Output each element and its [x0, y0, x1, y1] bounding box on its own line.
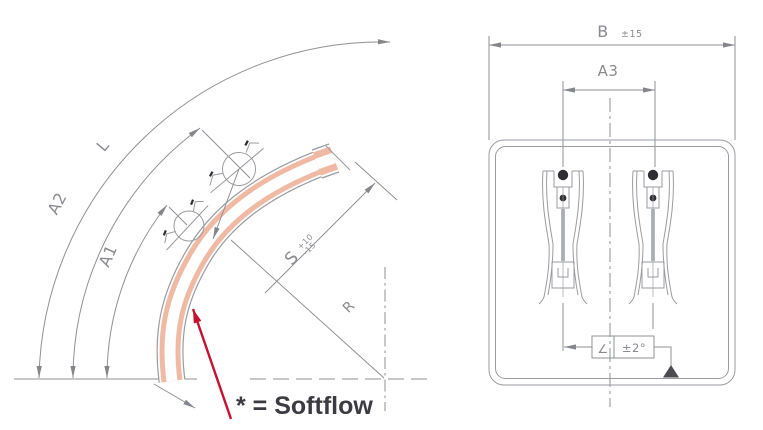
label-b-tolerance: ±15: [621, 29, 643, 40]
datum-triangle: [663, 365, 679, 378]
hose: [156, 143, 351, 383]
angularity-symbol: ∠: [597, 342, 608, 356]
a3-extension-lines: [562, 81, 656, 167]
clamp-screw-marks: [162, 199, 195, 236]
b-extension-lines: [488, 36, 736, 140]
label-s: S: [281, 247, 303, 269]
hose-clamp-front-right: [627, 167, 679, 306]
label-a1: A1: [95, 242, 121, 270]
right-view: B ±15 A3 ∠ ±2°: [488, 22, 736, 407]
tolerance-leader-right: [654, 346, 672, 366]
bottom-end-dim-line: [153, 383, 196, 409]
left-view: L A2 A1 S +10 -15 R * = Softflow: [14, 39, 433, 420]
hose-end-face: [325, 145, 351, 171]
dim-arc-L: [36, 39, 391, 379]
label-b: B: [597, 22, 608, 41]
dim-arc-A1: [104, 204, 168, 379]
radius-line-R: [230, 239, 385, 379]
softflow-note: * = Softflow: [236, 392, 373, 420]
hose-clamp-side-lower: [162, 199, 209, 251]
body-outline-outer: [488, 139, 736, 386]
dim-line-S: [264, 182, 376, 294]
clamp-position-arrow: [212, 168, 240, 240]
hose-bell-end: [311, 143, 340, 179]
clamp-screw-marks: [208, 140, 249, 177]
label-a3: A3: [598, 62, 619, 80]
hose-clamp-side-upper: [208, 140, 264, 194]
label-radius: R: [340, 298, 359, 317]
label-a2: A2: [44, 189, 71, 217]
red-callout-arrow: [191, 308, 233, 420]
hose-clamp-front-left: [537, 167, 589, 306]
label-angle-tolerance: ±2°: [622, 341, 646, 355]
label-s-group: S +10 -15: [281, 232, 318, 270]
end-face-extension-line: [354, 161, 398, 201]
label-total-length: L: [92, 136, 113, 155]
extension-line-a2: [201, 129, 251, 179]
body-outline-inner: [495, 146, 729, 379]
